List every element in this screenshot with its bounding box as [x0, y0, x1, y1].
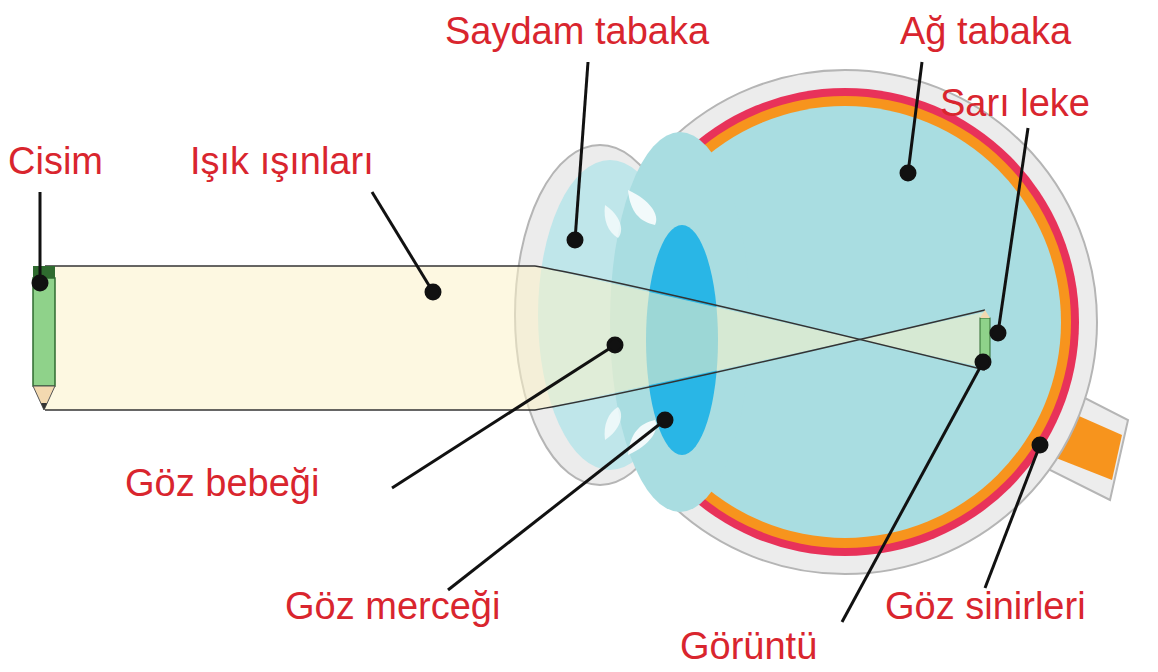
leader-lines — [33, 62, 1047, 622]
light-beam — [45, 266, 985, 410]
part-label: Sarı leke — [940, 82, 1090, 126]
part-label: Göz sinirleri — [885, 585, 1086, 629]
part-label: Ağ tabaka — [900, 10, 1071, 54]
part-label: Görüntü — [680, 625, 817, 669]
part-label: Işık ışınları — [190, 140, 374, 184]
part-label: Göz bebeği — [125, 462, 319, 506]
part-label: Cisim — [8, 140, 103, 184]
part-label: Göz merceği — [285, 585, 500, 629]
pencil-object — [33, 266, 55, 410]
part-label: Saydam tabaka — [445, 10, 709, 54]
